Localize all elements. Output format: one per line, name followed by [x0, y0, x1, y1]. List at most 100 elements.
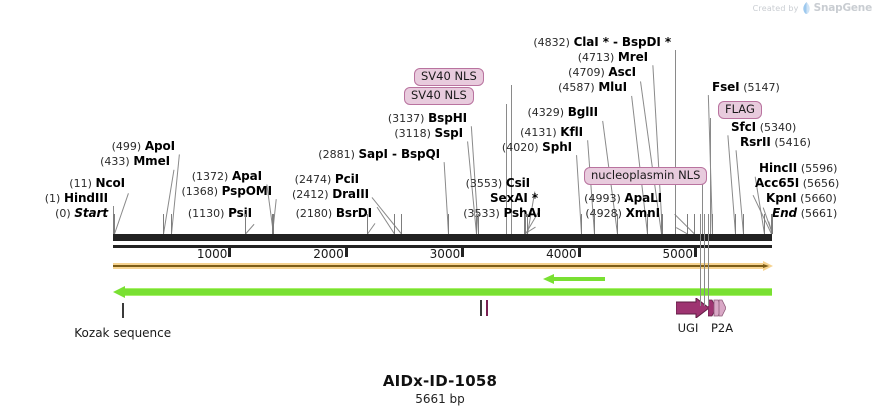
- enzyme-position: (1372): [191, 170, 229, 183]
- enzyme-name: BsrDI: [335, 206, 372, 220]
- site-tick-bglii: [616, 214, 618, 234]
- enzyme-position: (4020): [501, 141, 539, 154]
- enzyme-label-sfci[interactable]: SfcI (5340): [731, 121, 796, 134]
- leader-line: [114, 193, 130, 235]
- site-tick-sfci: [734, 214, 736, 234]
- enzyme-position: (4587): [558, 81, 595, 94]
- enzyme-position: (4993): [584, 192, 621, 205]
- ruler-number-2000: 2000: [313, 247, 344, 261]
- leader-line: [511, 85, 513, 234]
- plasmid-baseline: [113, 245, 772, 248]
- site-tick-pcii: [400, 214, 402, 234]
- enzyme-label-sapi-bspqi[interactable]: (2881) SapI - BspQI: [318, 148, 440, 161]
- enzyme-position: (5596): [800, 162, 838, 175]
- leader-line: [244, 223, 255, 235]
- enzyme-name: PsiI: [228, 206, 252, 220]
- enzyme-position: (3137): [387, 112, 425, 125]
- ruler-number-1000: 1000: [196, 247, 228, 261]
- enzyme-label-kfli[interactable]: (4131) KflI: [520, 126, 583, 139]
- enzyme-label-sphi[interactable]: (4020) SphI: [502, 141, 572, 154]
- enzyme-position: (3553): [465, 177, 503, 190]
- site-tick-apoi: [171, 214, 173, 234]
- site-tick-clai-bspdi-: [675, 214, 677, 234]
- leader-line: [675, 50, 677, 234]
- enzyme-position: (2180): [295, 207, 333, 220]
- enzyme-position: (5147): [743, 81, 780, 94]
- enzyme-label-hindiii[interactable]: (1) HindIII: [45, 192, 108, 205]
- leader-line: [366, 223, 376, 235]
- enzyme-label-bsphi[interactable]: (3137) BspHI: [388, 112, 467, 125]
- ugi-feature-label: UGI: [677, 321, 699, 335]
- enzyme-label-mrei[interactable]: (4713) MreI: [578, 51, 648, 64]
- sv40-nls-2[interactable]: SV40 NLS: [404, 87, 474, 105]
- enzyme-label-pcii[interactable]: (2474) PciI: [295, 173, 359, 186]
- enzyme-label-end[interactable]: End (5661): [772, 207, 837, 220]
- ruler-tick-2000: [344, 248, 348, 257]
- enzyme-label-apai[interactable]: (1372) ApaI: [192, 170, 262, 183]
- enzyme-label-csii[interactable]: (3553) CsiI: [466, 177, 530, 190]
- p2a-arrow-icon[interactable]: [707, 298, 727, 322]
- site-tick-apali: [694, 214, 696, 234]
- enzyme-position: (1): [44, 192, 61, 205]
- enzyme-label-xmni[interactable]: (4928) XmnI: [585, 207, 660, 220]
- ugi-arrow-icon[interactable]: [675, 296, 710, 322]
- ruler-number-3000: 3000: [429, 247, 461, 261]
- enzyme-label-sexai[interactable]: SexAI *: [490, 192, 538, 204]
- enzyme-name: SapI - BspQI: [358, 147, 441, 161]
- snapgene-watermark: Created by SnapGene: [753, 2, 872, 14]
- enzyme-position: (1130): [187, 207, 225, 220]
- enzyme-position: (4709): [568, 66, 605, 79]
- feature-guide-line-1: [703, 214, 705, 306]
- ruler-tick-4000: [577, 248, 581, 257]
- enzyme-label-start[interactable]: (0) Start: [55, 207, 108, 220]
- sv40-nls-1[interactable]: SV40 NLS: [414, 68, 484, 86]
- site-tick-sapi-bspqi: [448, 214, 450, 234]
- enzyme-label-asci[interactable]: (4709) AscI: [568, 66, 636, 79]
- enzyme-label-ncoi[interactable]: (11) NcoI: [69, 177, 125, 190]
- enzyme-name: MluI: [598, 80, 627, 94]
- enzyme-label-mlui[interactable]: (4587) MluI: [558, 81, 627, 94]
- ruler-tick-5000: [694, 248, 698, 257]
- enzyme-name: NcoI: [95, 176, 126, 190]
- leader-line: [702, 184, 704, 234]
- ruler-number-5000: 5000: [662, 247, 694, 261]
- enzyme-label-kpni[interactable]: KpnI (5660): [766, 192, 837, 205]
- site-tick-end: [772, 214, 773, 234]
- enzyme-name: SfcI: [731, 120, 757, 134]
- enzyme-label-apoi[interactable]: (499) ApoI: [112, 139, 176, 153]
- orange-track-edge-top: [113, 263, 764, 265]
- enzyme-label-clai-bspdi[interactable]: (4832) ClaI * - BspDI *: [533, 36, 671, 49]
- enzyme-label-bglii[interactable]: (4329) BglII: [527, 106, 598, 119]
- enzyme-position: (2412): [291, 188, 329, 201]
- enzyme-label-psii[interactable]: (1130) PsiI: [188, 207, 252, 220]
- leader-line: [371, 197, 402, 235]
- enzyme-name: ClaI * - BspDI *: [573, 35, 672, 49]
- enzyme-name: ApoI: [144, 139, 175, 153]
- enzyme-name: RsrII: [740, 135, 771, 149]
- enzyme-label-pshai[interactable]: (3533) PshAI: [463, 207, 541, 220]
- green-subtrack-bar: [553, 277, 605, 281]
- enzyme-label-fsei[interactable]: FseI (5147): [712, 81, 780, 94]
- enzyme-label-bsrdi[interactable]: (2180) BsrDI: [296, 207, 372, 220]
- site-mark-group-left-2: [486, 300, 488, 316]
- kozak-tick: [121, 303, 124, 318]
- enzyme-label-sspi[interactable]: (3118) SspI: [394, 127, 463, 140]
- snapgene-leaf-icon: [802, 2, 810, 14]
- enzyme-label-pspomi[interactable]: (1368) PspOMI: [181, 185, 272, 198]
- enzyme-name: SexAI *: [489, 191, 538, 205]
- site-tick-sspi: [475, 214, 477, 234]
- enzyme-label-mmei[interactable]: (433) MmeI: [100, 155, 170, 168]
- enzyme-name: XmnI: [625, 206, 660, 220]
- nucleoplasmin-nls[interactable]: nucleoplasmin NLS: [584, 167, 708, 185]
- flag-tag[interactable]: FLAG: [718, 101, 762, 119]
- feature-guide-line-2: [707, 214, 709, 306]
- orange-track-arrowhead-core: [763, 264, 769, 268]
- enzyme-position: (3118): [394, 127, 431, 140]
- enzyme-name: CsiI: [505, 176, 530, 190]
- enzyme-label-rsrii[interactable]: RsrII (5416): [740, 136, 811, 149]
- enzyme-label-apali[interactable]: (4993) ApaLI: [584, 192, 662, 205]
- enzyme-position: (4131): [520, 126, 557, 139]
- enzyme-label-draiii[interactable]: (2412) DraIII: [292, 188, 369, 201]
- enzyme-label-acc65i[interactable]: Acc65I (5656): [755, 177, 839, 190]
- enzyme-label-hincii[interactable]: HincII (5596): [759, 162, 837, 175]
